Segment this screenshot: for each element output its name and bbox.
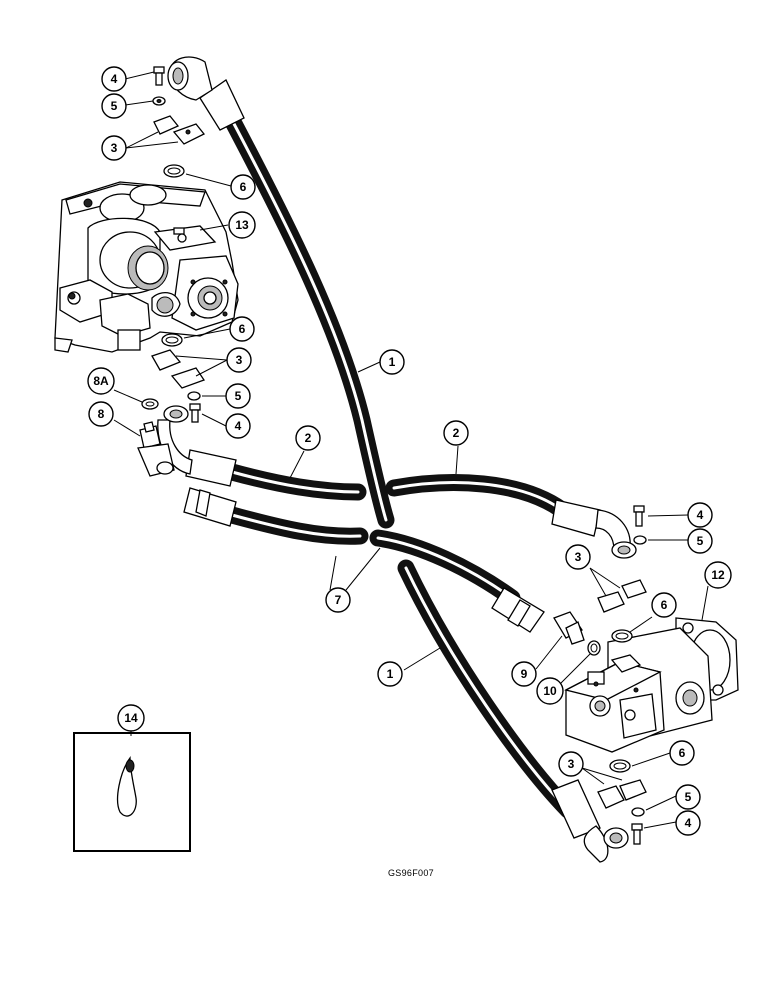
callout-5-right-upper: 5 (687, 528, 713, 554)
o-ring-8A (141, 398, 159, 410)
callout-9: 9 (511, 661, 537, 687)
callout-1-upper: 1 (379, 349, 405, 375)
lockwasher-5-right-lower (631, 807, 645, 817)
callout-3-lower-left: 3 (226, 347, 252, 373)
callout-4-right-lower: 4 (675, 810, 701, 836)
hydraulic-pump-left (54, 181, 239, 353)
callout-1-lower: 1 (377, 661, 403, 687)
callout-5-lower-left: 5 (225, 383, 251, 409)
callout-13: 13 (228, 211, 256, 239)
bolt-4-lower-left (189, 403, 201, 423)
svg-text:6: 6 (661, 598, 668, 612)
callout-14: 14 (117, 704, 145, 732)
callout-2-left: 2 (295, 425, 321, 451)
o-ring-6-upper-left (163, 164, 185, 178)
lockwasher-5-lower-left (187, 391, 201, 401)
svg-text:4: 4 (111, 72, 118, 86)
o-ring-6-right-lower (609, 759, 631, 773)
callout-7: 7 (325, 587, 351, 613)
callout-5-right-lower: 5 (675, 784, 701, 810)
svg-text:6: 6 (679, 746, 686, 760)
svg-text:4: 4 (235, 419, 242, 433)
callout-4-lower-left: 4 (225, 413, 251, 439)
callout-10: 10 (536, 677, 564, 705)
adapter-fitting-9 (553, 611, 585, 645)
svg-text:13: 13 (235, 218, 249, 232)
o-ring-6-lower-left (161, 333, 183, 347)
hose-7-right (369, 529, 545, 633)
callout-5-upper-left: 5 (101, 93, 127, 119)
svg-text:3: 3 (575, 550, 582, 564)
lockwasher-5-right-upper (633, 535, 647, 545)
svg-text:5: 5 (685, 790, 692, 804)
svg-text:14: 14 (124, 711, 138, 725)
callout-8A: 8A (87, 367, 115, 395)
svg-text:4: 4 (697, 508, 704, 522)
hose-7-left (183, 487, 369, 545)
callout-6-lower-left: 6 (229, 316, 255, 342)
flange-half-3-right-lower (597, 779, 647, 809)
svg-text:9: 9 (521, 667, 528, 681)
callout-3-right-upper: 3 (565, 544, 591, 570)
svg-text:2: 2 (453, 426, 460, 440)
callout-6-right-upper: 6 (651, 592, 677, 618)
callout-6-upper-left: 6 (230, 174, 256, 200)
callout-4-right-upper: 4 (687, 502, 713, 528)
inset-box-14 (73, 732, 191, 852)
svg-text:5: 5 (697, 534, 704, 548)
svg-text:6: 6 (239, 322, 246, 336)
flange-half-3-upper-left (153, 115, 206, 145)
callout-4-upper-left: 4 (101, 66, 127, 92)
o-ring-6-right-upper (611, 629, 633, 643)
hydraulic-motor-right (564, 617, 739, 753)
bolt-4-right-lower (631, 823, 643, 845)
leader-lines (113, 71, 709, 829)
callout-3-upper-left: 3 (101, 135, 127, 161)
svg-text:8A: 8A (93, 374, 109, 388)
svg-text:7: 7 (335, 593, 342, 607)
svg-text:2: 2 (305, 431, 312, 445)
svg-text:12: 12 (711, 568, 725, 582)
svg-text:3: 3 (236, 353, 243, 367)
o-ring-10 (587, 640, 601, 656)
svg-text:6: 6 (240, 180, 247, 194)
svg-text:10: 10 (543, 684, 557, 698)
lockwasher-5-upper-left (152, 96, 166, 106)
svg-text:5: 5 (235, 389, 242, 403)
svg-text:3: 3 (111, 141, 118, 155)
flange-half-3-right-upper (597, 579, 647, 613)
hose-1-lower (397, 559, 629, 863)
bolt-4-right-upper (633, 505, 645, 527)
svg-text:5: 5 (111, 99, 118, 113)
svg-text:3: 3 (568, 757, 575, 771)
callout-12: 12 (704, 561, 732, 589)
flange-half-3-lower-left (151, 349, 205, 389)
bolt-4-upper-left (153, 66, 165, 86)
drawing-code: GS96F007 (388, 868, 434, 878)
callout-8: 8 (88, 401, 114, 427)
callout-3-right-lower: 3 (558, 751, 584, 777)
hose-2-left (157, 405, 367, 501)
callout-6-right-lower: 6 (669, 740, 695, 766)
svg-text:8: 8 (98, 407, 105, 421)
elbow-fitting-8 (137, 421, 175, 477)
hose-1-upper (167, 56, 395, 529)
svg-text:1: 1 (387, 667, 394, 681)
svg-text:4: 4 (685, 816, 692, 830)
callout-2-right: 2 (443, 420, 469, 446)
svg-text:1: 1 (389, 355, 396, 369)
hose-2-right (385, 474, 637, 559)
